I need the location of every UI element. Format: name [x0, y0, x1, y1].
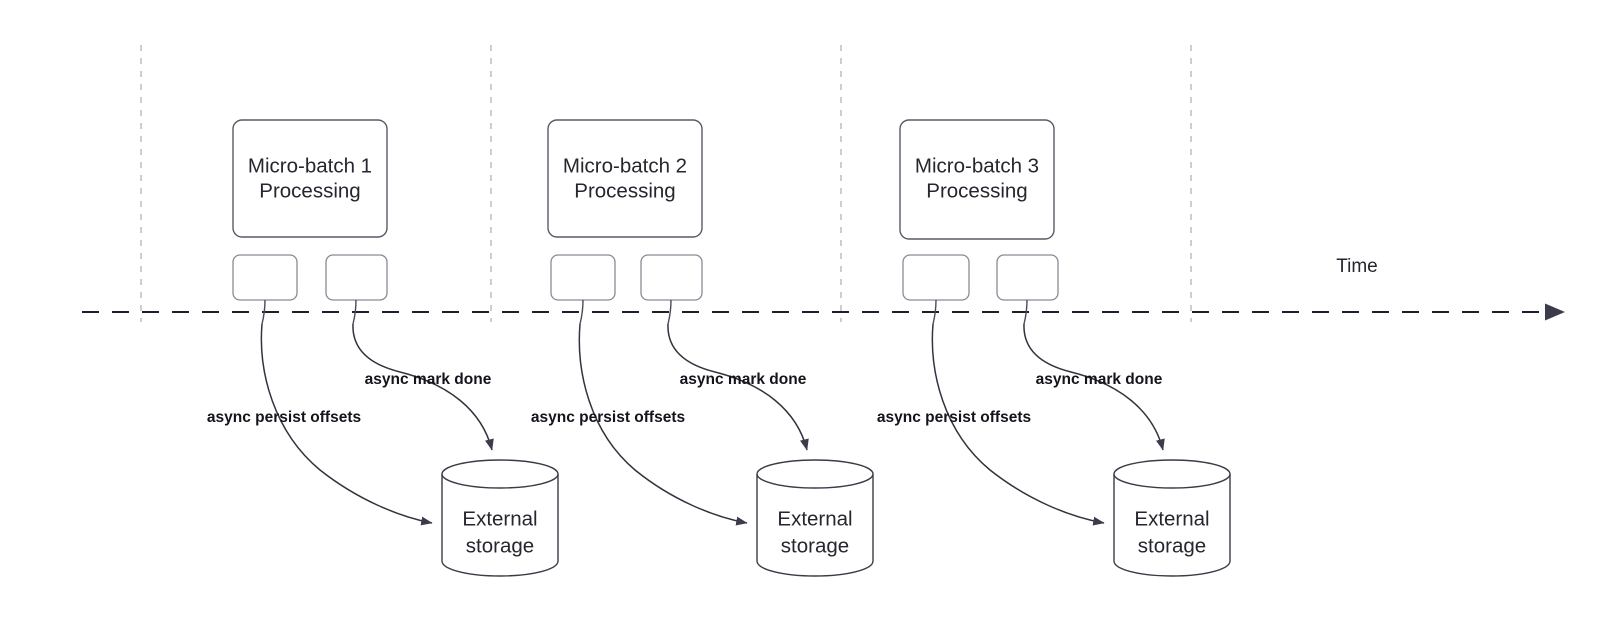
micro-batch-2-task-right-stem: [667, 299, 672, 325]
micro-batch-1-process-label-line2: Processing: [259, 179, 360, 202]
time-axis-label: Time: [1336, 256, 1378, 277]
micro-batch-2-persist-offsets-label: async persist offsets: [531, 409, 685, 426]
micro-batch-3-storage-label-line2: storage: [1138, 534, 1206, 557]
micro-batch-1-external-storage[interactable]: External storage: [441, 459, 559, 577]
micro-batch-1-storage-label-line1: External: [462, 507, 537, 530]
micro-batch-2-external-storage[interactable]: External storage: [756, 459, 874, 577]
micro-batch-3-task-right-box[interactable]: [996, 254, 1059, 301]
micro-batch-3-mark-done-edge: [1023, 323, 1165, 451]
micro-batch-1-group: Micro-batch 1 Processing async persist o…: [207, 119, 559, 577]
micro-batch-3-process-label-line2: Processing: [926, 179, 1027, 202]
micro-batch-2-mark-done-edge: [667, 323, 809, 451]
micro-batch-3-mark-done-label: async mark done: [1036, 371, 1163, 388]
micro-batch-2-process-label-line2: Processing: [574, 179, 675, 202]
micro-batch-1-mark-done-edge: [352, 323, 494, 451]
micro-batch-1-process-box[interactable]: [232, 119, 388, 238]
micro-batch-2-storage-label-line1: External: [777, 507, 852, 530]
micro-batch-1-process-label-line1: Micro-batch 1: [248, 154, 372, 177]
micro-batch-3-external-storage[interactable]: External storage: [1113, 459, 1231, 577]
micro-batch-3-persist-offsets-label: async persist offsets: [877, 409, 1031, 426]
micro-batch-3-process-box[interactable]: [899, 119, 1055, 240]
time-axis: Time: [82, 256, 1565, 321]
micro-batch-1-storage-label-line2: storage: [466, 534, 534, 557]
micro-batch-3-task-right-stem: [1023, 299, 1028, 325]
micro-batch-3-process-label-line1: Micro-batch 3: [915, 154, 1039, 177]
micro-batch-1-task-right-box[interactable]: [325, 254, 388, 301]
micro-batch-1-task-right-stem: [352, 299, 357, 325]
micro-batch-3-task-left-box[interactable]: [902, 254, 970, 301]
micro-batch-2-persist-offsets-edge: [578, 323, 748, 526]
micro-batch-1-task-left-stem: [261, 299, 266, 325]
micro-batch-2-process-box[interactable]: [547, 119, 703, 238]
micro-batch-2-process-label-line1: Micro-batch 2: [563, 154, 687, 177]
micro-batch-1-persist-offsets-edge: [260, 323, 433, 526]
micro-batch-3-group: Micro-batch 3 Processing async persist o…: [877, 119, 1231, 577]
micro-batch-3-persist-offsets-edge: [931, 323, 1105, 526]
micro-batch-2-storage-label-line2: storage: [781, 534, 849, 557]
micro-batch-2-mark-done-label: async mark done: [680, 371, 807, 388]
micro-batch-3-storage-label-line1: External: [1134, 507, 1209, 530]
micro-batch-1-persist-offsets-label: async persist offsets: [207, 409, 361, 426]
micro-batch-3-task-left-stem: [932, 299, 937, 325]
micro-batch-2-group: Micro-batch 2 Processing async persist o…: [531, 119, 874, 577]
micro-batch-1-mark-done-label: async mark done: [365, 371, 492, 388]
micro-batch-1-task-left-box[interactable]: [232, 254, 298, 301]
micro-batch-2-task-left-stem: [579, 299, 584, 325]
time-axis-arrowhead: [1545, 303, 1565, 321]
micro-batch-2-task-right-box[interactable]: [640, 254, 703, 301]
micro-batch-2-task-left-box[interactable]: [550, 254, 616, 301]
